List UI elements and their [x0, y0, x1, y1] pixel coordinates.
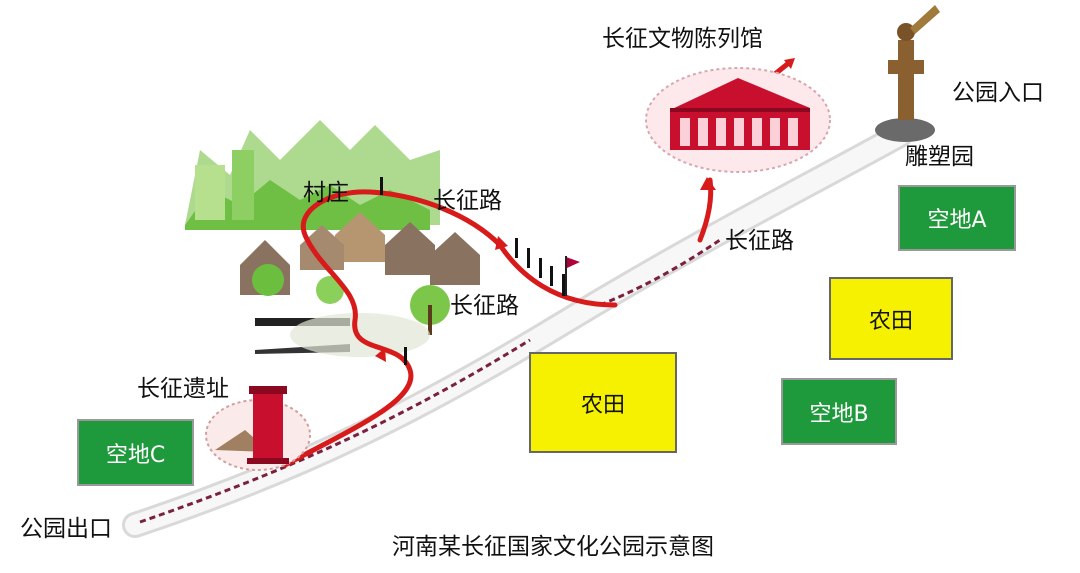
map-title: 河南某长征国家文化公园示意图: [392, 534, 714, 560]
road-dashes: [139, 338, 531, 524]
site-monument: [215, 386, 289, 464]
road-label-upper: 长征路: [433, 188, 502, 214]
road-label-middle: 长征路: [450, 293, 519, 319]
village-label: 村庄: [303, 180, 349, 206]
road-dashes-upper: [599, 238, 721, 307]
empty-land-a: 空地A: [898, 185, 1016, 251]
sculpture: [875, 5, 940, 142]
site-label: 长征遗址: [137, 376, 229, 402]
farmland-center: 农田: [529, 352, 677, 453]
exhibition-hall-label: 长征文物陈列馆: [602, 26, 763, 52]
farmland-right: 农田: [829, 277, 953, 360]
park-exit-label: 公园出口: [20, 516, 112, 542]
sculpture-garden-label: 雕塑园: [905, 144, 974, 170]
village-scene: [185, 120, 480, 357]
route-arrows: [375, 58, 795, 362]
road-label-right: 长征路: [725, 228, 794, 254]
park-entrance-label: 公园入口: [952, 80, 1044, 106]
hikers: [380, 177, 565, 365]
main-road-inner: [125, 125, 910, 535]
empty-land-c: 空地C: [77, 419, 194, 486]
empty-land-b: 空地B: [781, 378, 897, 445]
